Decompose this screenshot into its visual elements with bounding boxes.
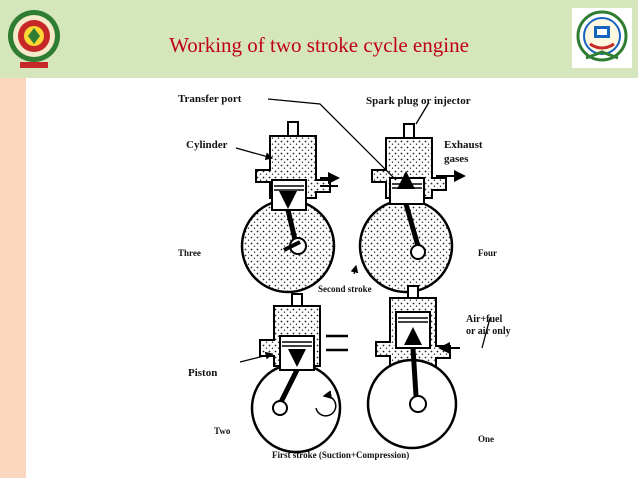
spark-plug-leader xyxy=(415,103,429,125)
label-air-fuel-line2: or air only xyxy=(466,326,511,337)
institute-emblem-icon xyxy=(572,8,632,68)
label-second-stroke: Second stroke xyxy=(318,284,372,294)
left-accent-strip xyxy=(0,78,26,478)
university-seal-icon xyxy=(8,10,60,68)
engine-two xyxy=(250,293,348,454)
label-exhaust-line2: gases xyxy=(444,153,469,165)
label-exhaust-line1: Exhaust xyxy=(444,139,483,151)
second-stroke-arrow xyxy=(350,264,359,275)
label-air-fuel-line1: Air+fuel xyxy=(466,314,502,325)
air-fuel-leader xyxy=(481,317,491,349)
engine-three xyxy=(240,121,340,294)
label-transfer-port: Transfer port xyxy=(178,93,242,105)
label-spark-plug: Spark plug or injector xyxy=(366,95,471,107)
label-four: Four xyxy=(478,248,497,258)
engine-one xyxy=(366,285,460,450)
cylinder-leader xyxy=(235,147,274,161)
engine-four xyxy=(358,123,466,294)
slide-header xyxy=(0,0,638,78)
label-one: One xyxy=(478,434,494,444)
label-two: Two xyxy=(214,426,231,436)
piston-leader xyxy=(239,351,274,363)
two-stroke-engine-diagram: Transfer port Spark plug or injector Cyl… xyxy=(178,93,511,460)
label-piston: Piston xyxy=(188,367,217,379)
label-cylinder: Cylinder xyxy=(186,139,228,151)
label-three: Three xyxy=(178,248,201,258)
label-first-stroke: First stroke (Suction+Compression) xyxy=(272,450,409,460)
transfer-port-leader xyxy=(267,98,397,181)
slide-title: Working of two stroke cycle engine xyxy=(169,33,469,57)
